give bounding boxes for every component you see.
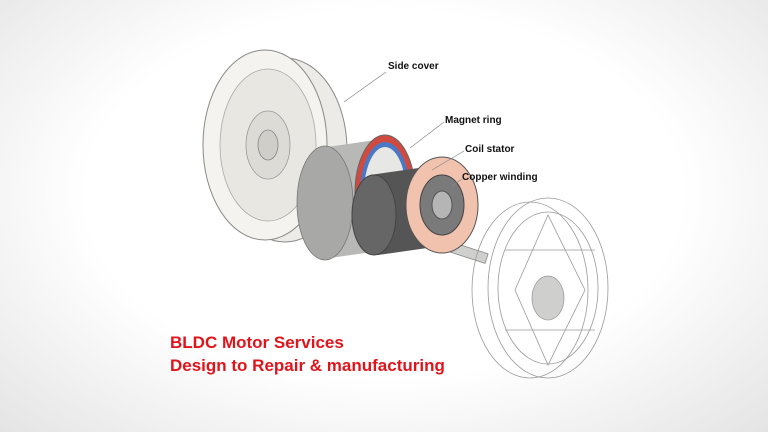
right-cover [471, 197, 609, 379]
coil-stator [351, 156, 479, 256]
label-coil-stator: Coil stator [465, 144, 515, 155]
side-cover [202, 49, 348, 243]
label-side-cover: Side cover [388, 61, 439, 72]
label-magnet-ring: Magnet ring [445, 115, 502, 126]
leader-lines [343, 71, 465, 187]
caption-subtitle: Design to Repair & manufacturing [170, 356, 445, 375]
caption-title: BLDC Motor Services [170, 333, 344, 352]
label-copper-winding: Copper winding [462, 172, 538, 183]
